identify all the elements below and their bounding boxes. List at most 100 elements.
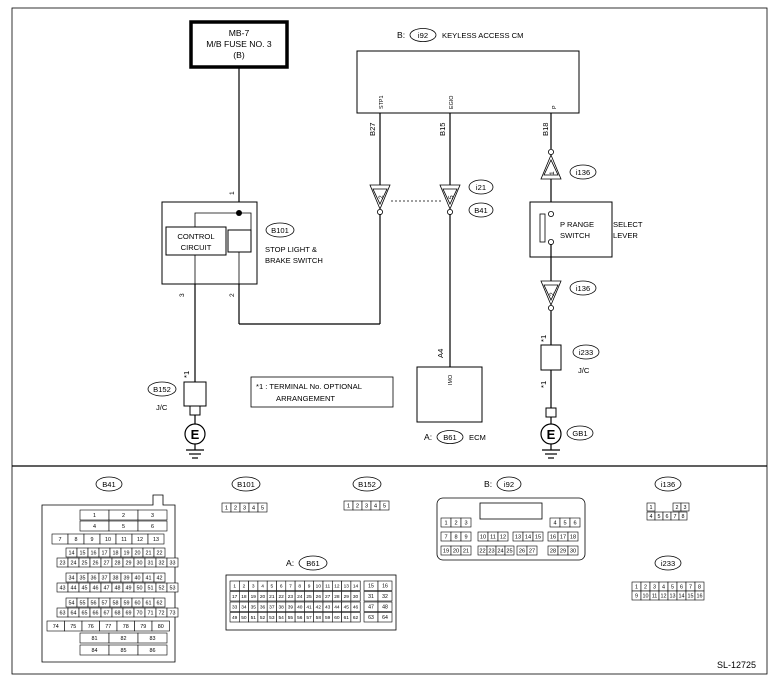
connector-i21-pin5: 5 [439,184,461,211]
pin-number: 62 [157,600,163,606]
pin-number: 68 [115,610,121,616]
pin-number: 81 [92,636,98,642]
pin-number: 2 [234,506,237,512]
fuse-label-3: (B) [233,50,245,60]
pin-stp1: STP1 [379,96,385,109]
pin-number: 14 [69,550,75,556]
pin-number: 23 [60,560,66,566]
pin-number: 41 [306,604,312,610]
pin-number: 13 [344,583,350,589]
pin-number: 15 [368,584,374,590]
pin-number: 29 [126,560,132,566]
pin-number: 55 [80,600,86,606]
pin-number: 40 [135,575,141,581]
joint-connector-i233 [540,344,562,371]
pin-number: 7 [674,514,677,520]
pin-number: 63 [60,610,66,616]
pin-number: 53 [170,585,176,591]
terminal-star1-c: *1 [539,335,548,342]
pin-number: 72 [159,610,165,616]
pin-number: 61 [344,615,350,621]
pin-number: 38 [278,604,284,610]
pin-cell [680,502,690,512]
pin-number: 66 [93,610,99,616]
pin-number: 12 [500,535,506,541]
p-range-switch: P RANGE SWITCH [529,201,613,258]
pin-egio: EGIO [449,96,455,109]
pin-number: 64 [71,610,77,616]
pin-number: 59 [124,600,130,606]
pin-number: 6 [151,524,154,530]
pin-number: 5 [658,514,661,520]
pin-number: 62 [353,615,359,621]
pin-number: 5 [271,583,274,589]
pin-number: 5 [671,584,674,590]
control-label-1: CONTROL [177,232,214,241]
connector-i233-label: i233 [579,348,593,357]
fuse-label-1: MB-7 [229,28,250,38]
pin-number: 14 [353,583,359,589]
pin-number: 49 [232,615,238,621]
pin-number: 85 [121,648,127,654]
keyless-label: KEYLESS ACCESS CM [442,31,523,40]
pin-number: 17 [232,594,238,600]
pin-number: 63 [368,615,374,621]
connector-b41-label: B41 [474,206,488,215]
pin-number: 36 [91,575,97,581]
ecm-code: B61 [443,433,457,442]
pin-number: 21 [269,594,275,600]
pin-number: 32 [382,594,388,600]
pin-number: 25 [506,549,512,555]
pin-cell [532,531,544,542]
diagram-frame [11,7,768,675]
ground-gb1: E [540,423,562,459]
pin-number: 11 [652,593,658,599]
pin-number: 38 [113,575,119,581]
pin-number: 26 [93,560,99,566]
pin-number: 8 [75,537,78,543]
pin-number: 79 [140,624,146,630]
pin-cell [497,531,509,542]
pin-cell [166,607,179,618]
pin-number: 69 [126,610,132,616]
pin-number: 59 [325,615,331,621]
view-b61-label: B61 [306,559,320,568]
jc-label-2: J/C [578,366,590,375]
pin-number: 19 [251,594,257,600]
pin-cell [460,545,472,556]
select-lever-label-1: SELECT [613,220,643,229]
pin-number: 16 [697,593,703,599]
pin-number: 28 [115,560,121,566]
pin-number: 64 [382,615,388,621]
prange-label-1: P RANGE [560,220,594,229]
pin-cell [137,632,168,644]
pin-cell [377,591,393,602]
pin-number: 4 [662,584,665,590]
pin-number: 1 [233,583,236,589]
pin-number: 6 [680,584,683,590]
pin-number: 48 [382,605,388,611]
pin-number: 24 [297,594,303,600]
pin-number: 15 [688,593,694,599]
ecm-pin-imo: IMO [448,375,454,385]
pin-number: 16 [382,584,388,590]
pin-number: 2 [676,505,679,511]
pin-cell [379,500,390,511]
pin-number: 10 [643,593,649,599]
pin-number: 2 [356,504,359,510]
pin-number: 78 [123,624,129,630]
ground-e-1: E [191,427,200,442]
pin-number: 12 [334,583,340,589]
pin-number: 42 [316,604,322,610]
pin-number: 3 [653,584,656,590]
pin-number: 26 [519,549,525,555]
view-i92-prefix: B: [484,479,492,489]
pin-number: 60 [135,600,141,606]
pin-number: 47 [368,605,374,611]
connector-i136-label-top: i136 [576,168,590,177]
pin-number: 57 [306,615,312,621]
pin-number: 20 [260,594,266,600]
